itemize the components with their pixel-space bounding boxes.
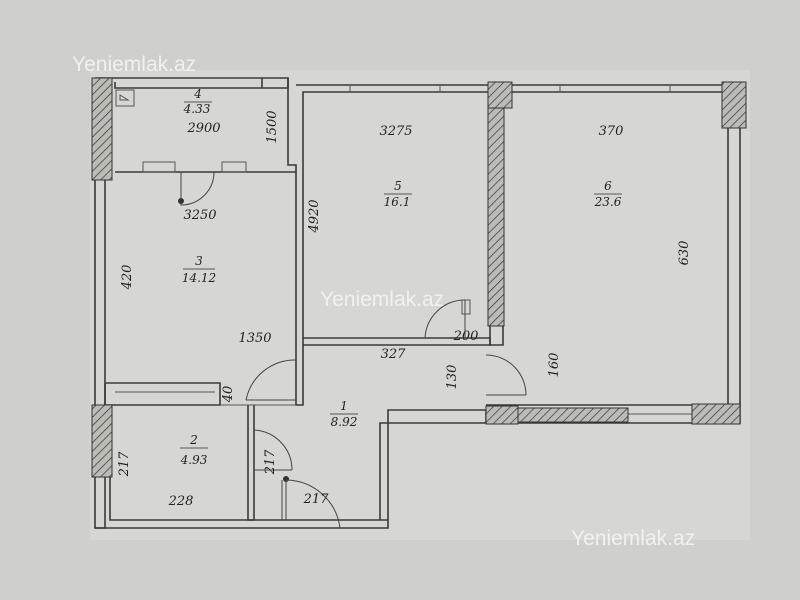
dimension-labels: 2900 1500 3275 370 3250 4920 420 630 135… — [117, 110, 692, 509]
dimension-217-left: 217 — [117, 451, 132, 478]
dimension-1500: 1500 — [265, 110, 280, 143]
room-2-number: 2 — [189, 433, 198, 447]
room-1-area: 8.92 — [331, 415, 358, 429]
column-bottom-left — [91, 404, 113, 478]
dimension-228: 228 — [168, 494, 194, 509]
doors — [142, 161, 527, 529]
room-3-number: 3 — [195, 254, 203, 268]
column-bottom-right — [691, 403, 741, 425]
dimension-370: 370 — [599, 124, 624, 139]
window-bottom-room-6 — [517, 407, 629, 423]
room-1-number: 1 — [340, 399, 348, 413]
room-labels: 4 4.33 5 16.1 6 23.6 3 14.12 1 8.92 2 4.… — [180, 87, 622, 467]
column-bottom-middle — [485, 405, 519, 425]
column-top-left — [91, 77, 113, 181]
dimension-217-door: 217 — [263, 449, 278, 476]
dimension-4920: 4920 — [307, 199, 322, 233]
dimension-1350: 1350 — [238, 331, 271, 346]
room-4-area: 4.33 — [183, 102, 211, 116]
room-6-number: 6 — [604, 179, 612, 193]
room-2-area: 4.93 — [180, 453, 208, 467]
watermark-bottom: Yeniemlak.az — [571, 527, 695, 550]
column-top-middle — [487, 81, 513, 109]
dimension-200: 200 — [453, 329, 479, 344]
dimension-630: 630 — [677, 241, 692, 266]
dimension-3250: 3250 — [183, 208, 216, 223]
column-top-right — [721, 81, 747, 129]
dimension-3275: 3275 — [379, 124, 412, 139]
column-partition — [487, 107, 505, 327]
dimension-420: 420 — [120, 265, 135, 291]
dimension-327: 327 — [381, 347, 407, 362]
watermark-center: Yeniemlak.az — [320, 288, 444, 311]
room-4-number: 4 — [193, 87, 202, 101]
room-3-area: 14.12 — [182, 271, 216, 285]
dimension-160: 160 — [547, 353, 562, 378]
room-6-area: 23.6 — [594, 195, 622, 209]
paper-area — [90, 70, 750, 540]
room-5-number: 5 — [394, 179, 402, 193]
hatched-columns — [91, 77, 747, 478]
dimension-40: 40 — [221, 386, 236, 404]
watermarks: Yeniemlak.az Yeniemlak.az Yeniemlak.az — [72, 53, 695, 550]
watermark-top: Yeniemlak.az — [72, 53, 196, 76]
dimension-130: 130 — [445, 365, 460, 390]
dimension-217-bottom: 217 — [303, 492, 330, 507]
dimension-2900: 2900 — [186, 121, 220, 136]
shaft-symbol — [115, 89, 135, 107]
room-5-area: 16.1 — [384, 195, 411, 209]
